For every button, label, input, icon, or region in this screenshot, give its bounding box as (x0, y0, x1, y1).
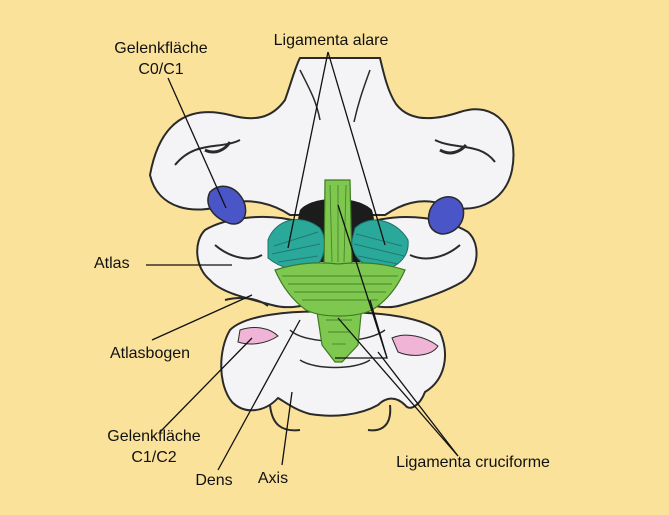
label-axis: Axis (248, 468, 298, 489)
label-dens-text: Dens (195, 472, 233, 489)
label-ligamenta-cruciforme-text: Ligamenta cruciforme (396, 454, 550, 471)
label-gelenkflaeche-c1c2: Gelenkfläche C1/C2 (94, 426, 214, 468)
label-ligamenta-cruciforme: Ligamenta cruciforme (378, 452, 568, 473)
label-atlas: Atlas (94, 253, 144, 274)
leader-lines (146, 51, 459, 471)
label-axis-text: Axis (257, 470, 289, 487)
joint-c1c2-left (237, 327, 279, 345)
label-gelenkflaeche-c0c1-line2: C0/C1 (138, 61, 184, 78)
label-ligamenta-alare: Ligamenta alare (256, 30, 406, 51)
label-gelenkflaeche-c1c2-line1: Gelenkfläche (107, 428, 201, 445)
label-gelenkflaeche-c1c2-line2: C1/C2 (131, 449, 177, 466)
label-atlasbogen-text: Atlasbogen (109, 345, 191, 362)
label-atlasbogen: Atlasbogen (100, 343, 200, 364)
occiput-bone (148, 57, 515, 216)
label-atlas-text: Atlas (94, 255, 130, 272)
joint-c0c1-left (207, 185, 247, 225)
label-ligamenta-alare-text: Ligamenta alare (273, 32, 389, 49)
axis-bone (220, 310, 446, 417)
label-gelenkflaeche-c0c1: Gelenkfläche C0/C1 (96, 38, 226, 80)
joint-c1c2-right (391, 334, 439, 356)
label-gelenkflaeche-c0c1-line1: Gelenkfläche (114, 40, 208, 57)
joint-c0c1-right (427, 196, 465, 235)
label-dens: Dens (186, 470, 242, 491)
